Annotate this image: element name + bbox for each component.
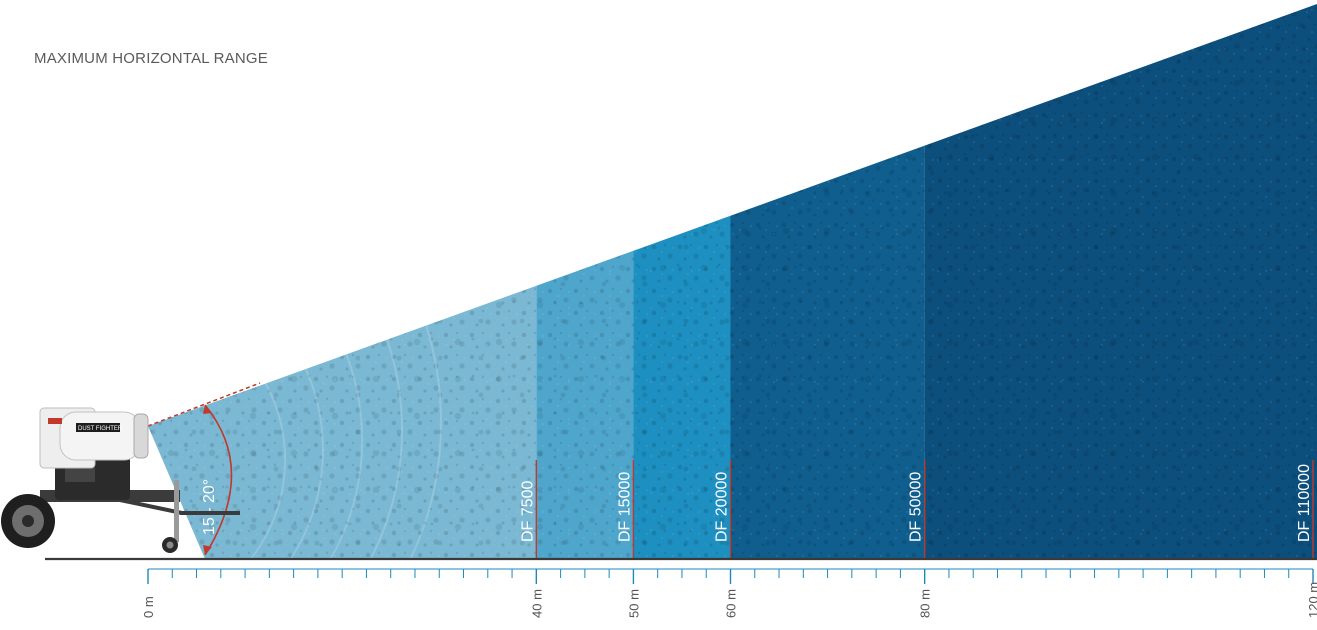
dust-fighter-machine-icon: DUST FIGHTER — [1, 407, 240, 553]
page-title: MAXIMUM HORIZONTAL RANGE — [34, 50, 268, 67]
model-label: DF 50000 — [908, 472, 925, 542]
axis-tick-label: 0 m — [141, 596, 156, 618]
axis-tick-label: 60 m — [724, 589, 739, 618]
axis-tick-label: 80 m — [918, 589, 933, 618]
axis-tick-label: 120 m — [1306, 582, 1317, 618]
model-markers: DF 7500 DF 15000 DF 20000 DF 50000 DF 110000 — [519, 460, 1314, 559]
angle-arrow-top-icon — [203, 405, 212, 414]
angle-arrow-bottom-icon — [203, 545, 212, 555]
machine-brand-label: DUST FIGHTER — [78, 426, 123, 432]
angle-label: 15 - 20° — [201, 479, 218, 535]
axis-tick-label: 50 m — [626, 589, 641, 618]
model-label: DF 15000 — [616, 472, 633, 542]
angle-arc — [204, 404, 233, 556]
model-label: DF 7500 — [519, 481, 536, 542]
model-label: DF 20000 — [714, 472, 731, 542]
spray-angle-dashed-line — [147, 382, 261, 427]
model-label: DF 110000 — [1296, 464, 1313, 542]
axis-tick-label: 40 m — [529, 589, 544, 618]
distance-axis: 0 m 40 m 50 m 60 m 80 m 120 m — [141, 568, 1317, 618]
